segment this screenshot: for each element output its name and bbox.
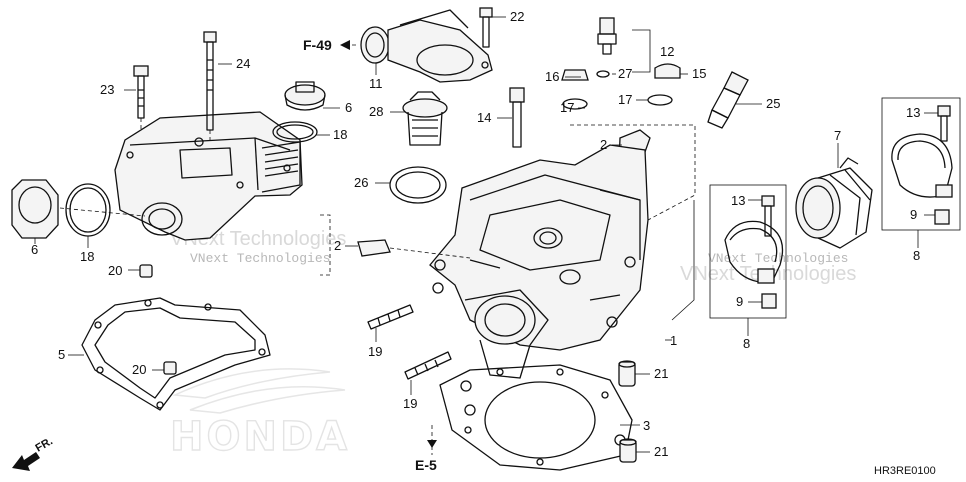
watermark-text: VNext Technologies — [190, 251, 330, 266]
bolt-14 — [509, 87, 525, 148]
bolt-22 — [479, 7, 493, 48]
callout-21: 21 — [654, 444, 668, 459]
callout-3: 3 — [643, 418, 650, 433]
cylinder-head-gasket — [439, 364, 633, 471]
honda-watermark: HONDA — [170, 414, 350, 460]
callout-23: 23 — [100, 82, 114, 97]
callout-20: 20 — [132, 362, 146, 377]
callout-2: 2 — [334, 238, 341, 253]
kit-box-right — [881, 97, 961, 231]
callout-2: 2 — [600, 137, 607, 152]
callout-14: 14 — [477, 110, 491, 125]
temperature-sensor — [597, 17, 617, 55]
callout-13: 13 — [906, 105, 920, 120]
callout-22: 22 — [510, 9, 524, 24]
side-cap — [11, 179, 59, 239]
honda-wing-logo: HONDA — [169, 368, 350, 461]
reference-e5: E-5 — [415, 457, 437, 473]
valve-guide-left — [357, 239, 391, 257]
washer-17 — [562, 98, 588, 110]
bracket-12 — [632, 29, 651, 73]
callout-8: 8 — [743, 336, 750, 351]
washer-27 — [596, 70, 610, 78]
callout-1: 1 — [670, 333, 677, 348]
leader-lines — [34, 16, 938, 455]
bolt-23 — [133, 65, 149, 130]
callout-24: 24 — [236, 56, 250, 71]
band-clamp-right — [891, 105, 953, 225]
cap-nut-15 — [654, 63, 681, 79]
spark-plug — [707, 71, 749, 129]
reference-f49: F-49 — [303, 37, 332, 53]
callout-28: 28 — [369, 104, 383, 119]
o-ring-inner — [276, 124, 314, 140]
callouts: 1 2 2 3 5 6 6 7 8 8 9 9 11 12 13 13 14 1… — [31, 9, 920, 459]
callout-19: 19 — [368, 344, 382, 359]
diagram-code: HR3RE0100 — [874, 465, 936, 477]
o-ring — [272, 121, 318, 143]
front-label: FR. — [34, 435, 55, 454]
o-ring-side-inner — [69, 187, 107, 233]
callout-9: 9 — [910, 207, 917, 222]
head-cover-gasket — [81, 297, 271, 411]
callout-19: 19 — [403, 396, 417, 411]
callout-13: 13 — [731, 193, 745, 208]
dowel-pin — [163, 361, 177, 375]
callout-7: 7 — [834, 128, 841, 143]
callout-17: 17 — [618, 92, 632, 107]
callout-18: 18 — [333, 127, 347, 142]
thermostat-seal-inner — [395, 171, 441, 199]
dowel-pin — [139, 264, 153, 278]
callout-5: 5 — [58, 347, 65, 362]
stud-bolt — [367, 304, 414, 330]
stud-bolt — [404, 351, 452, 380]
callout-26: 26 — [354, 175, 368, 190]
band-clamp — [724, 195, 784, 309]
callout-27: 27 — [618, 66, 632, 81]
cylinder-head-cover — [114, 111, 303, 241]
thermostat-cover — [360, 9, 493, 83]
callout-6: 6 — [345, 100, 352, 115]
callout-15: 15 — [692, 66, 706, 81]
insulator-boot — [795, 157, 873, 249]
callout-6: 6 — [31, 242, 38, 257]
front-direction-arrow: FR. — [12, 435, 55, 471]
bolt-24 — [203, 31, 217, 140]
thermostat-seal — [389, 166, 447, 204]
watermark-text: VNext Technologies — [708, 251, 848, 266]
callout-20: 20 — [108, 263, 122, 278]
callout-8: 8 — [913, 248, 920, 263]
cylinder-head — [429, 144, 649, 379]
filler-cap — [284, 81, 326, 111]
callout-11: 11 — [369, 76, 383, 91]
dowel-21 — [618, 360, 636, 387]
washer-17b — [647, 94, 673, 106]
thermostat — [402, 91, 448, 146]
callout-18: 18 — [80, 249, 94, 264]
o-ring-side — [65, 183, 111, 237]
callout-21: 21 — [654, 366, 668, 381]
dowel-21 — [619, 438, 637, 463]
callout-25: 25 — [766, 96, 780, 111]
callout-12: 12 — [660, 44, 674, 59]
callout-16: 16 — [545, 69, 559, 84]
cap-nut-16 — [561, 69, 589, 81]
callout-9: 9 — [736, 294, 743, 309]
callout-17: 17 — [560, 100, 574, 115]
